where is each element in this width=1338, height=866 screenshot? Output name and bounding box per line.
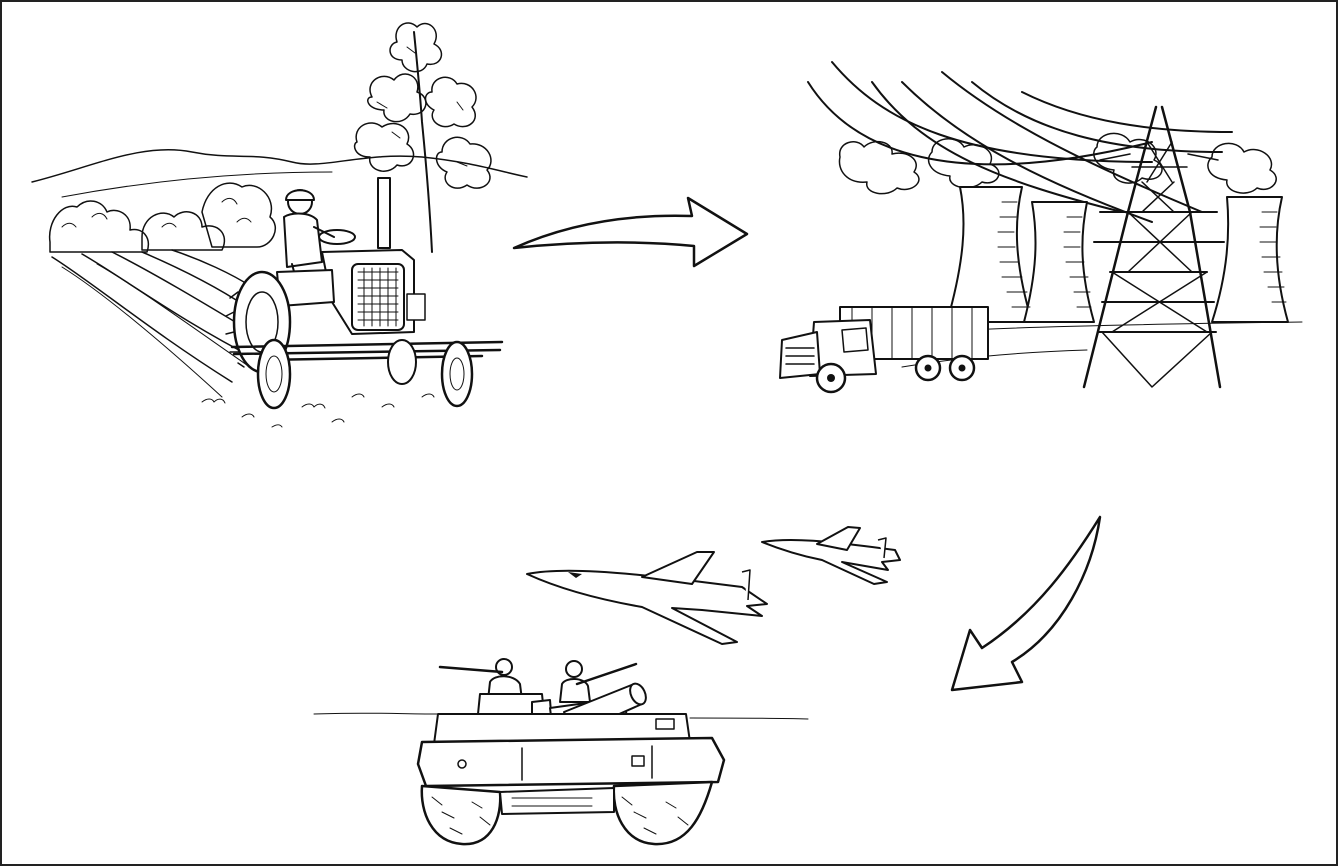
tractor-icon: [226, 178, 502, 408]
military-scene: [314, 527, 900, 844]
field-furrows: [52, 250, 262, 397]
jet-icon: [762, 527, 900, 584]
tree: [355, 23, 491, 252]
truck-icon: [780, 307, 988, 392]
arrow-right-icon: [514, 198, 747, 266]
arrow-down-left-icon: [952, 517, 1100, 690]
jet-icon: [527, 552, 767, 644]
tank-icon: [418, 659, 724, 844]
farming-scene: [32, 23, 527, 427]
industry-scene: [780, 62, 1302, 392]
